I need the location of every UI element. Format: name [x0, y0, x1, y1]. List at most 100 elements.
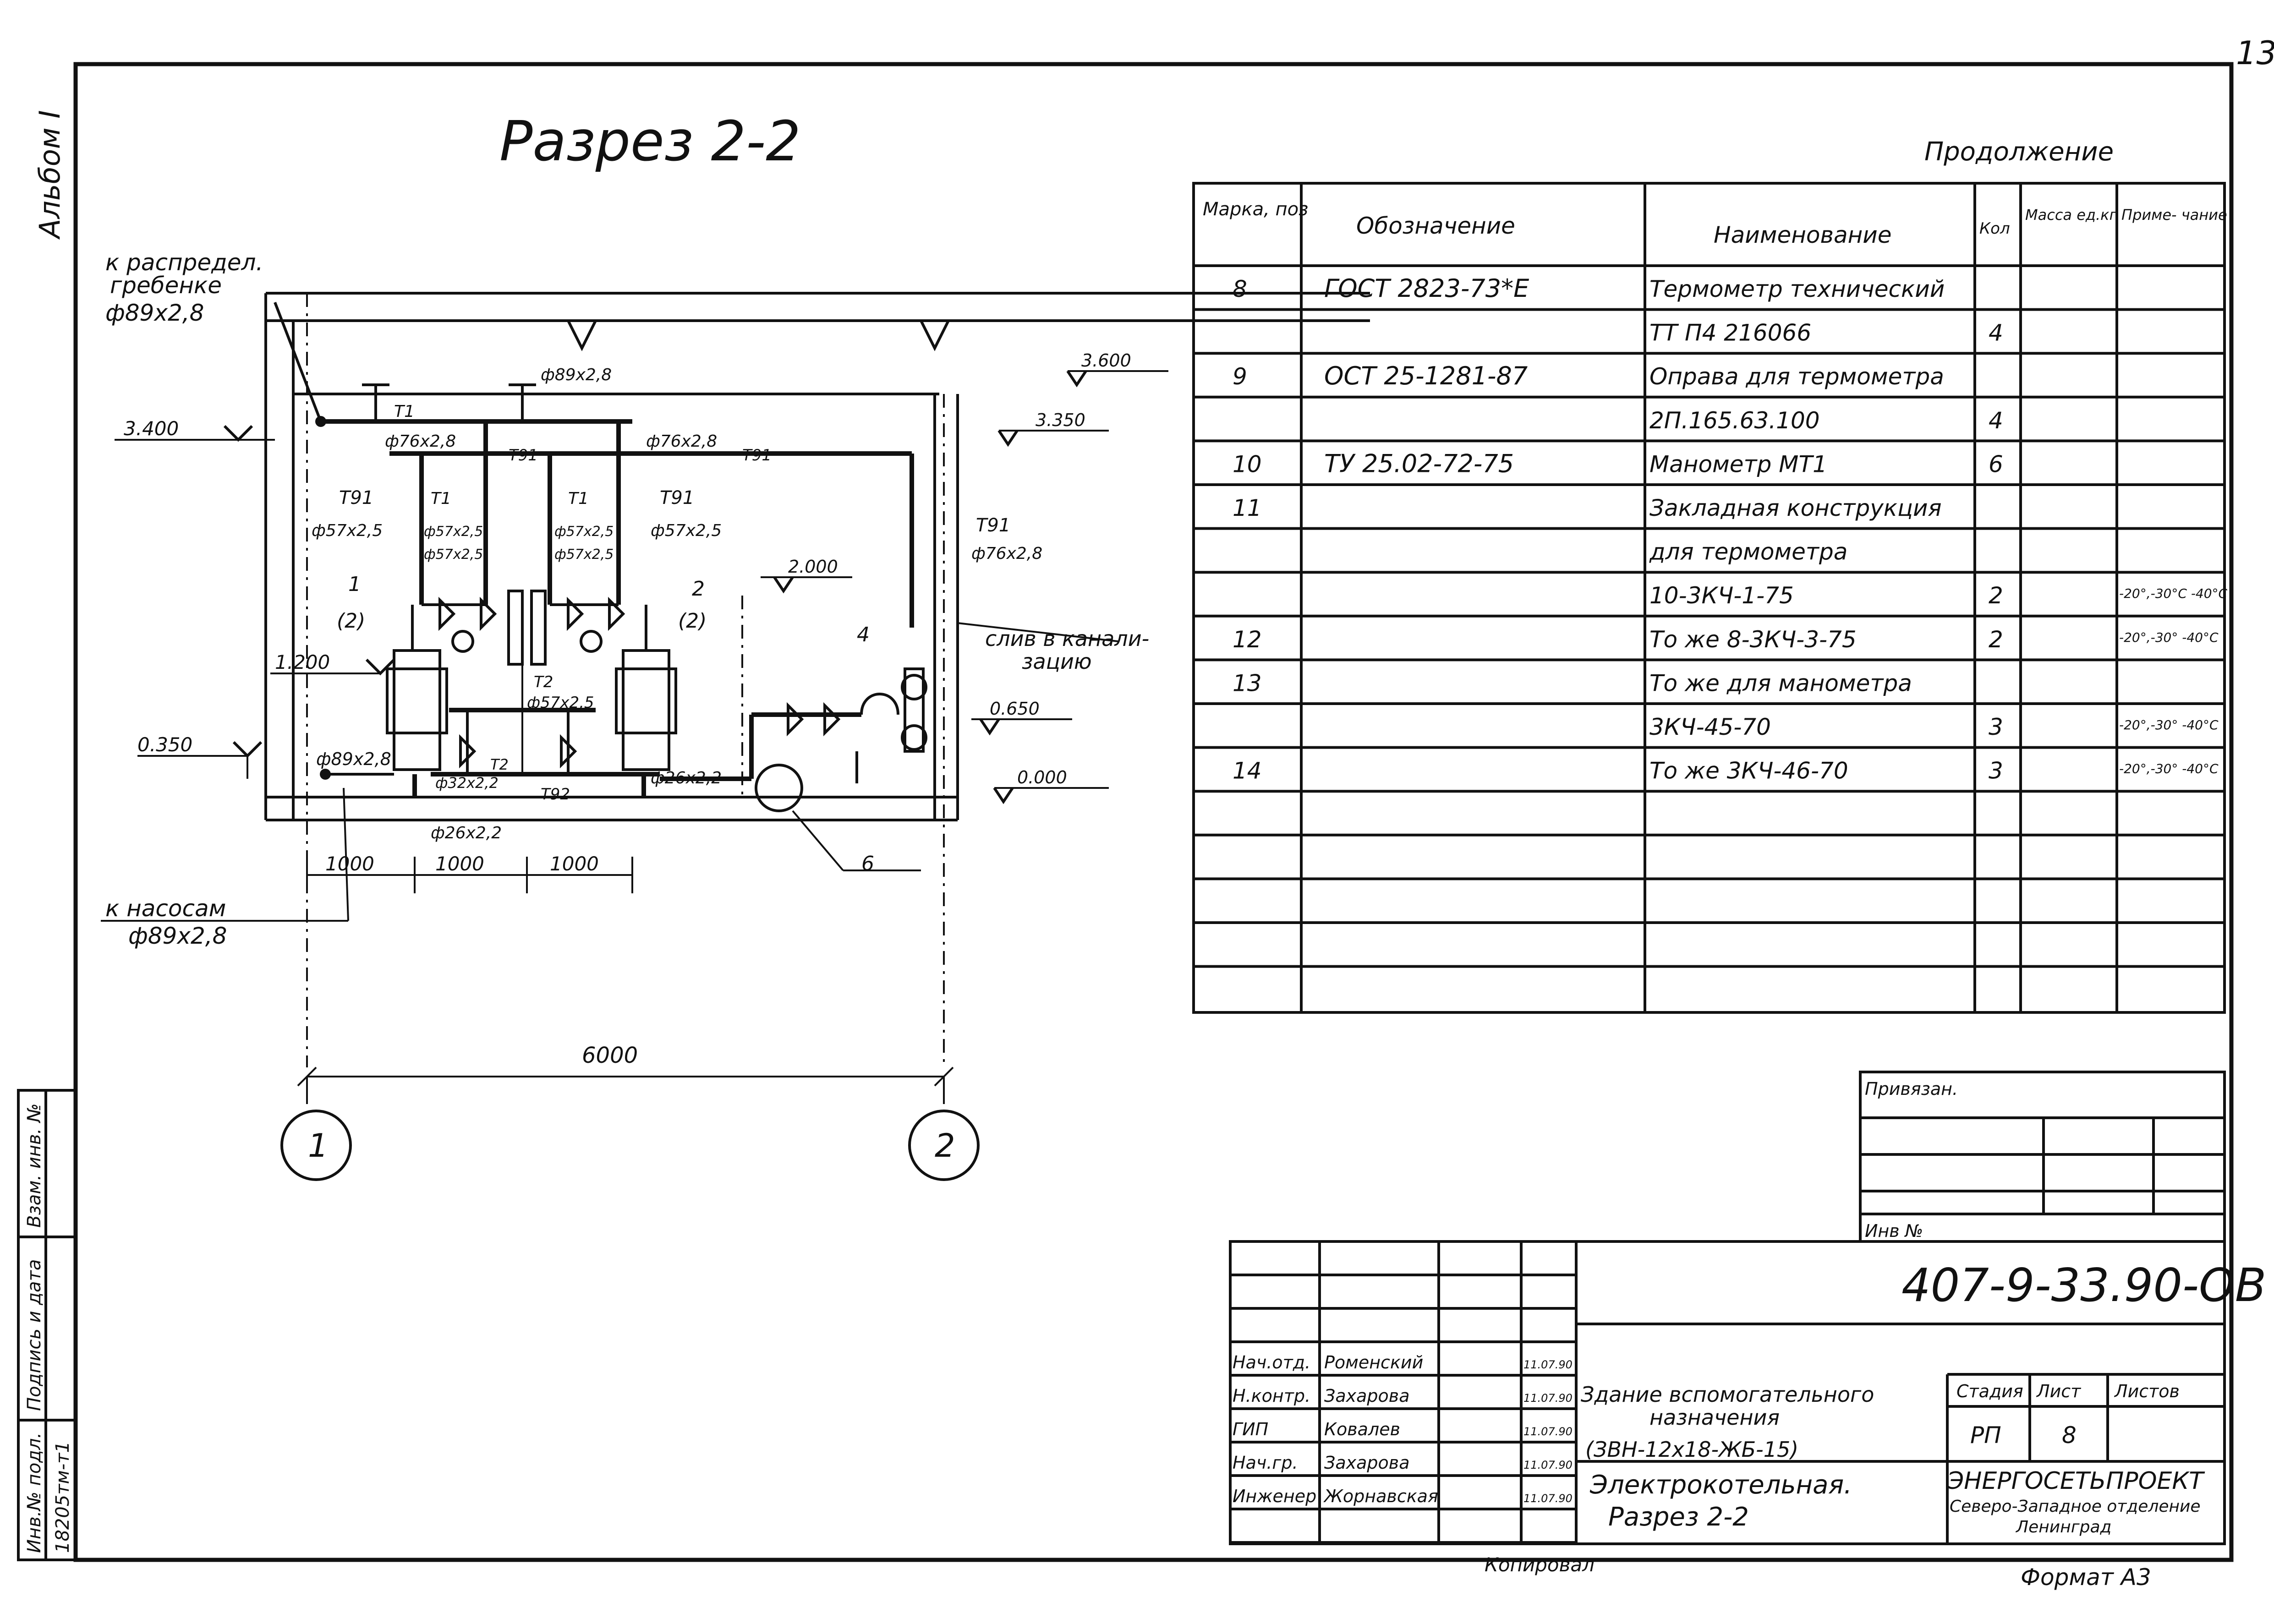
inv-label: Инв №: [1865, 1221, 1923, 1241]
dim-1000-a: 1000: [325, 853, 374, 875]
sheet-label: Лист: [2036, 1381, 2082, 1401]
hdr-mark: Марка, поз: [1203, 199, 1308, 220]
pipe-t92: T92: [541, 785, 570, 804]
spec-note: -20°,-30° -40°С: [2119, 761, 2219, 776]
signatory-role: Нач.отд.: [1233, 1352, 1310, 1372]
object-line-1: Здание вспомогательного: [1581, 1382, 1874, 1407]
spec-name: То же для манометра: [1649, 670, 1912, 696]
title-block: 407-9-33.90-ОВ Нач.отд. Роменский 11.07.90…: [1229, 1240, 2266, 1545]
spec-qty: 4: [1989, 407, 2003, 434]
axis-2: 2: [935, 1127, 955, 1165]
org-name: ЭНЕРГОСЕТЬПРОЕКТ: [1947, 1467, 2205, 1495]
pipe-76-a: ф76х2,8: [385, 432, 456, 451]
left-stamp: Взам. инв. № Подпись и дата Инв.№ подл. …: [17, 1089, 77, 1561]
spec-designation: ГОСТ 2823-73*Е: [1324, 274, 1529, 303]
spec-qty: 6: [1989, 451, 2003, 477]
elev-0350: 0.350: [137, 733, 192, 756]
pipe-26-a: ф26х2,2: [431, 824, 502, 842]
pipe-57-right: ф57х2,5: [651, 521, 722, 540]
pipe-t1-c: T1: [568, 489, 589, 508]
hdr-name: Наименование: [1714, 222, 1892, 248]
pos-mark-1b: (2): [337, 609, 365, 633]
signatory-role: Нач.гр.: [1233, 1453, 1298, 1473]
elev-0650: 0.650: [990, 699, 1040, 719]
pos-mark-2: 2: [692, 577, 705, 601]
pipe-t1-top: T1: [394, 402, 415, 421]
label-to-distributor-1: к распредел.: [105, 249, 263, 276]
pipe-t2-b: T2: [490, 756, 509, 773]
spec-row-lines: [1194, 308, 2225, 968]
sheets-label: Листов: [2114, 1381, 2180, 1401]
spec-mark: 12: [1233, 626, 1262, 653]
pipe-26-b: ф26х2,2: [651, 769, 722, 787]
pipe-76-b: ф76х2,8: [646, 432, 717, 451]
spec-name: для термометра: [1649, 539, 1847, 565]
spec-name: То же 8-3КЧ-3-75: [1649, 626, 1857, 653]
label-to-distributor-pipe: ф89х2,8: [105, 300, 204, 326]
stamp-replace: Взам. инв. №: [24, 1103, 45, 1228]
hdr-note: Приме- чание: [2121, 206, 2227, 224]
signatory-role: ГИП: [1233, 1419, 1268, 1439]
hdr-designation: Обозначение: [1356, 213, 1515, 239]
corner-page-mark: 13: [2236, 34, 2274, 72]
pipe-t91-right: T91: [660, 487, 694, 509]
elev-0000: 0.000: [1017, 767, 1067, 787]
signatory-role: Инженер: [1233, 1486, 1316, 1506]
spec-note: -20°,-30° -40°С: [2119, 717, 2219, 733]
spec-name: Термометр технический: [1649, 276, 1945, 302]
spec-qty: 3: [1989, 758, 2003, 784]
dim-1000-c: 1000: [550, 853, 599, 875]
spec-designation: ОСТ 25-1281-87: [1324, 361, 1528, 390]
spec-mark: 13: [1233, 670, 1262, 696]
spec-note: -20°,-30°С -40°С: [2119, 586, 2228, 601]
elev-1200: 1.200: [275, 651, 330, 673]
pos-mark-6: 6: [861, 852, 874, 875]
pipe-57-c: ф57х2,5: [424, 524, 483, 540]
signatory-name: Роменский: [1324, 1352, 1423, 1372]
pipe-t91-b: T91: [742, 446, 772, 465]
object-line-3: (ЗВН-12х18-ЖБ-15): [1585, 1437, 1798, 1462]
doc-code: 407-9-33.90-ОВ: [1901, 1258, 2266, 1312]
spec-mark: 11: [1233, 495, 1262, 521]
elev-3350: 3.350: [1036, 410, 1085, 430]
stage-value: РП: [1970, 1422, 2001, 1449]
label-to-pumps: к насосам: [105, 895, 226, 922]
continuation-label: Продолжение: [1924, 137, 2114, 167]
pipe-89-top: ф89х2,8: [541, 366, 612, 384]
pipe-57-d: ф57х2,5: [424, 547, 483, 563]
object-line-2: назначения: [1649, 1405, 1780, 1430]
format-label: Формат А3: [2021, 1564, 2151, 1591]
label-drain-2: зацию: [1022, 649, 1092, 674]
signatory-role: Н.контр.: [1233, 1386, 1310, 1406]
elev-3600: 3.600: [1081, 350, 1131, 371]
signatory-date: 11.07.90: [1523, 1459, 1573, 1471]
org-city: Ленинград: [2015, 1518, 2111, 1537]
pipe-t1-b: T1: [431, 489, 451, 508]
spec-name: Оправа для термометра: [1649, 363, 1944, 390]
label-drain-1: слив в канали-: [985, 626, 1149, 651]
signatory-date: 11.07.90: [1523, 1392, 1573, 1405]
pipe-57-e: ф57х2,5: [554, 524, 614, 540]
pipe-57-left: ф57х2,5: [312, 521, 383, 540]
spec-name: 3КЧ-45-70: [1649, 714, 1771, 740]
pos-mark-4: 4: [857, 623, 870, 646]
pipe-t91-riser: T91: [976, 515, 1010, 536]
spec-mark: 10: [1233, 451, 1262, 477]
spec-name: 2П.165.63.100: [1649, 407, 1820, 434]
spec-name: Закладная конструкция: [1649, 495, 1942, 521]
signatory-date: 11.07.90: [1523, 1425, 1573, 1438]
pipe-t91-left: T91: [339, 487, 373, 509]
spec-name: ТТ П4 216066: [1649, 320, 1811, 346]
spec-qty: 3: [1989, 714, 2003, 740]
section-drawing: Разрез 2-2: [101, 110, 1370, 1181]
spec-qty: 2: [1989, 626, 2003, 653]
title-block-grid: [1230, 1274, 1576, 1544]
spec-mark: 14: [1233, 758, 1262, 784]
spec-name: 10-3КЧ-1-75: [1649, 582, 1794, 609]
axis-1: 1: [308, 1127, 329, 1165]
sheet-title-2: Разрез 2-2: [1608, 1502, 1749, 1532]
pos-mark-1: 1: [348, 573, 361, 596]
